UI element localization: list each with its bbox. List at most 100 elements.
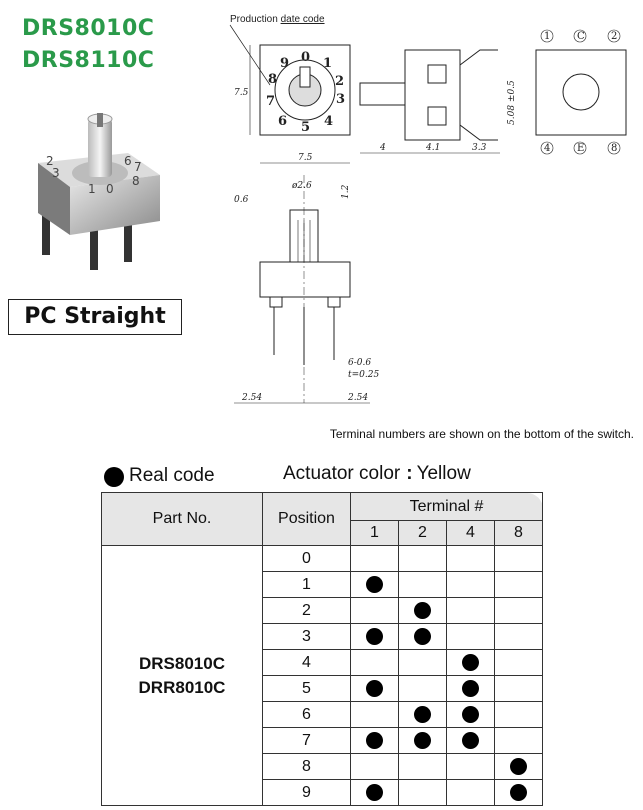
terminal-cell — [494, 753, 543, 780]
terminal-cell — [446, 571, 495, 598]
terminal-cell — [350, 727, 399, 754]
top-view: 0 1 2 3 4 5 6 7 8 9 7.5 7.5 — [234, 44, 351, 164]
real-code-dot-icon — [414, 731, 431, 749]
position-cell: 0 — [262, 545, 351, 572]
svg-text:C: C — [577, 31, 585, 42]
real-code-dot-icon — [462, 653, 479, 671]
position-cell: 5 — [262, 675, 351, 702]
terminal-cell — [398, 545, 447, 572]
real-code-dot-icon — [462, 705, 479, 723]
terminal-cell — [494, 727, 543, 754]
dimension-drawings: Production date code 0 1 2 3 4 5 6 7 8 9… — [229, 14, 627, 404]
svg-text:7: 7 — [134, 160, 142, 174]
svg-text:2: 2 — [611, 31, 617, 42]
terminal-cell — [398, 571, 447, 598]
svg-text:6: 6 — [278, 114, 287, 129]
table-row: 2 — [102, 597, 543, 624]
terminal-cell — [494, 701, 543, 728]
svg-text:5: 5 — [301, 120, 310, 135]
position-cell: 4 — [262, 649, 351, 676]
terminal-cell — [350, 597, 399, 624]
real-code-dot-icon — [462, 731, 479, 749]
header-terminal-2: 2 — [398, 520, 447, 546]
terminal-cell — [446, 649, 495, 676]
terminal-cell — [350, 649, 399, 676]
part-number-cell: DRS8010C DRR8010C — [101, 545, 263, 806]
part-number: DRS8010C — [139, 653, 225, 673]
svg-text:6-0.6: 6-0.6 — [348, 358, 371, 368]
svg-text:5.08 ±0.5: 5.08 ±0.5 — [507, 80, 517, 125]
terminal-cell — [494, 649, 543, 676]
header-part-no: Part No. — [101, 492, 263, 546]
position-cell: 1 — [262, 571, 351, 598]
svg-text:8: 8 — [611, 143, 617, 154]
header-terminal-4: 4 — [446, 520, 495, 546]
svg-text:2.54: 2.54 — [241, 393, 262, 403]
real-code-dot-icon — [366, 731, 383, 749]
real-code-dot-icon — [462, 679, 479, 697]
svg-text:1: 1 — [88, 182, 96, 196]
svg-text:6: 6 — [124, 154, 132, 168]
table-row: 9 — [102, 779, 543, 806]
terminal-cell — [398, 597, 447, 624]
svg-text:9: 9 — [280, 56, 289, 71]
actuator-value: Yellow — [416, 463, 471, 484]
svg-text:3.3: 3.3 — [472, 143, 487, 153]
table-row: 4 — [102, 649, 543, 676]
terminal-cell — [350, 701, 399, 728]
production-label: Production date code — [230, 14, 325, 25]
svg-text:4: 4 — [324, 114, 333, 129]
terminal-cell — [494, 597, 543, 624]
terminal-cell — [446, 675, 495, 702]
svg-text:0: 0 — [106, 182, 114, 196]
terminal-cell — [398, 649, 447, 676]
real-code-dot-icon — [366, 783, 383, 801]
svg-text:7.5: 7.5 — [298, 153, 313, 163]
code-table: Part No. Position Terminal # 1 2 4 8 DRS… — [101, 492, 543, 806]
real-code-dot-icon — [366, 575, 383, 593]
terminal-cell — [398, 701, 447, 728]
svg-text:ø2.6: ø2.6 — [291, 181, 312, 191]
terminal-cell — [446, 545, 495, 572]
header-terminal: Terminal # — [350, 492, 543, 521]
svg-text:2: 2 — [335, 74, 344, 89]
terminal-cell — [398, 623, 447, 650]
terminal-cell — [350, 779, 399, 806]
table-row: 7 — [102, 727, 543, 754]
legend-row: Real code Actuator color:Yellow — [104, 463, 544, 490]
terminal-cell — [350, 675, 399, 702]
real-code-dot-icon — [510, 783, 527, 801]
svg-text:8: 8 — [268, 72, 277, 87]
svg-text:3: 3 — [52, 166, 60, 180]
svg-text:4.1: 4.1 — [425, 143, 440, 153]
terminal-cell — [446, 597, 495, 624]
actuator-label: Actuator color — [283, 463, 401, 484]
real-code-dot-icon — [414, 601, 431, 619]
side-view: 4 4.1 3.3 5.08 ±0.5 — [359, 49, 517, 154]
front-view: 0.6 ø2.6 1.2 6-0.6 t=0.25 2.54 2.54 — [234, 175, 379, 404]
svg-text:0: 0 — [301, 50, 310, 65]
model-name-2: DRS8110C — [22, 48, 155, 73]
svg-text:t=0.25: t=0.25 — [348, 370, 379, 380]
terminal-cell — [398, 779, 447, 806]
svg-text:4: 4 — [544, 143, 550, 154]
position-cell: 9 — [262, 779, 351, 806]
real-code-dot-icon — [510, 757, 527, 775]
svg-text:2: 2 — [46, 154, 54, 168]
svg-text:7: 7 — [266, 94, 275, 109]
terminal-cell — [494, 623, 543, 650]
table-row: 3 — [102, 623, 543, 650]
position-cell: 7 — [262, 727, 351, 754]
terminal-cell — [350, 571, 399, 598]
bottom-view: 1 C 2 4 E 8 — [535, 29, 627, 155]
svg-text:1: 1 — [323, 56, 332, 71]
terminal-cell — [398, 753, 447, 780]
position-cell: 8 — [262, 753, 351, 780]
svg-text:4: 4 — [379, 143, 386, 153]
code-table-container: Part No. Position Terminal # 1 2 4 8 DRS… — [101, 492, 543, 806]
svg-text:8: 8 — [132, 174, 140, 188]
position-cell: 2 — [262, 597, 351, 624]
terminal-cell — [350, 545, 399, 572]
terminal-cell — [446, 779, 495, 806]
part-number: DRR8010C — [138, 677, 226, 697]
